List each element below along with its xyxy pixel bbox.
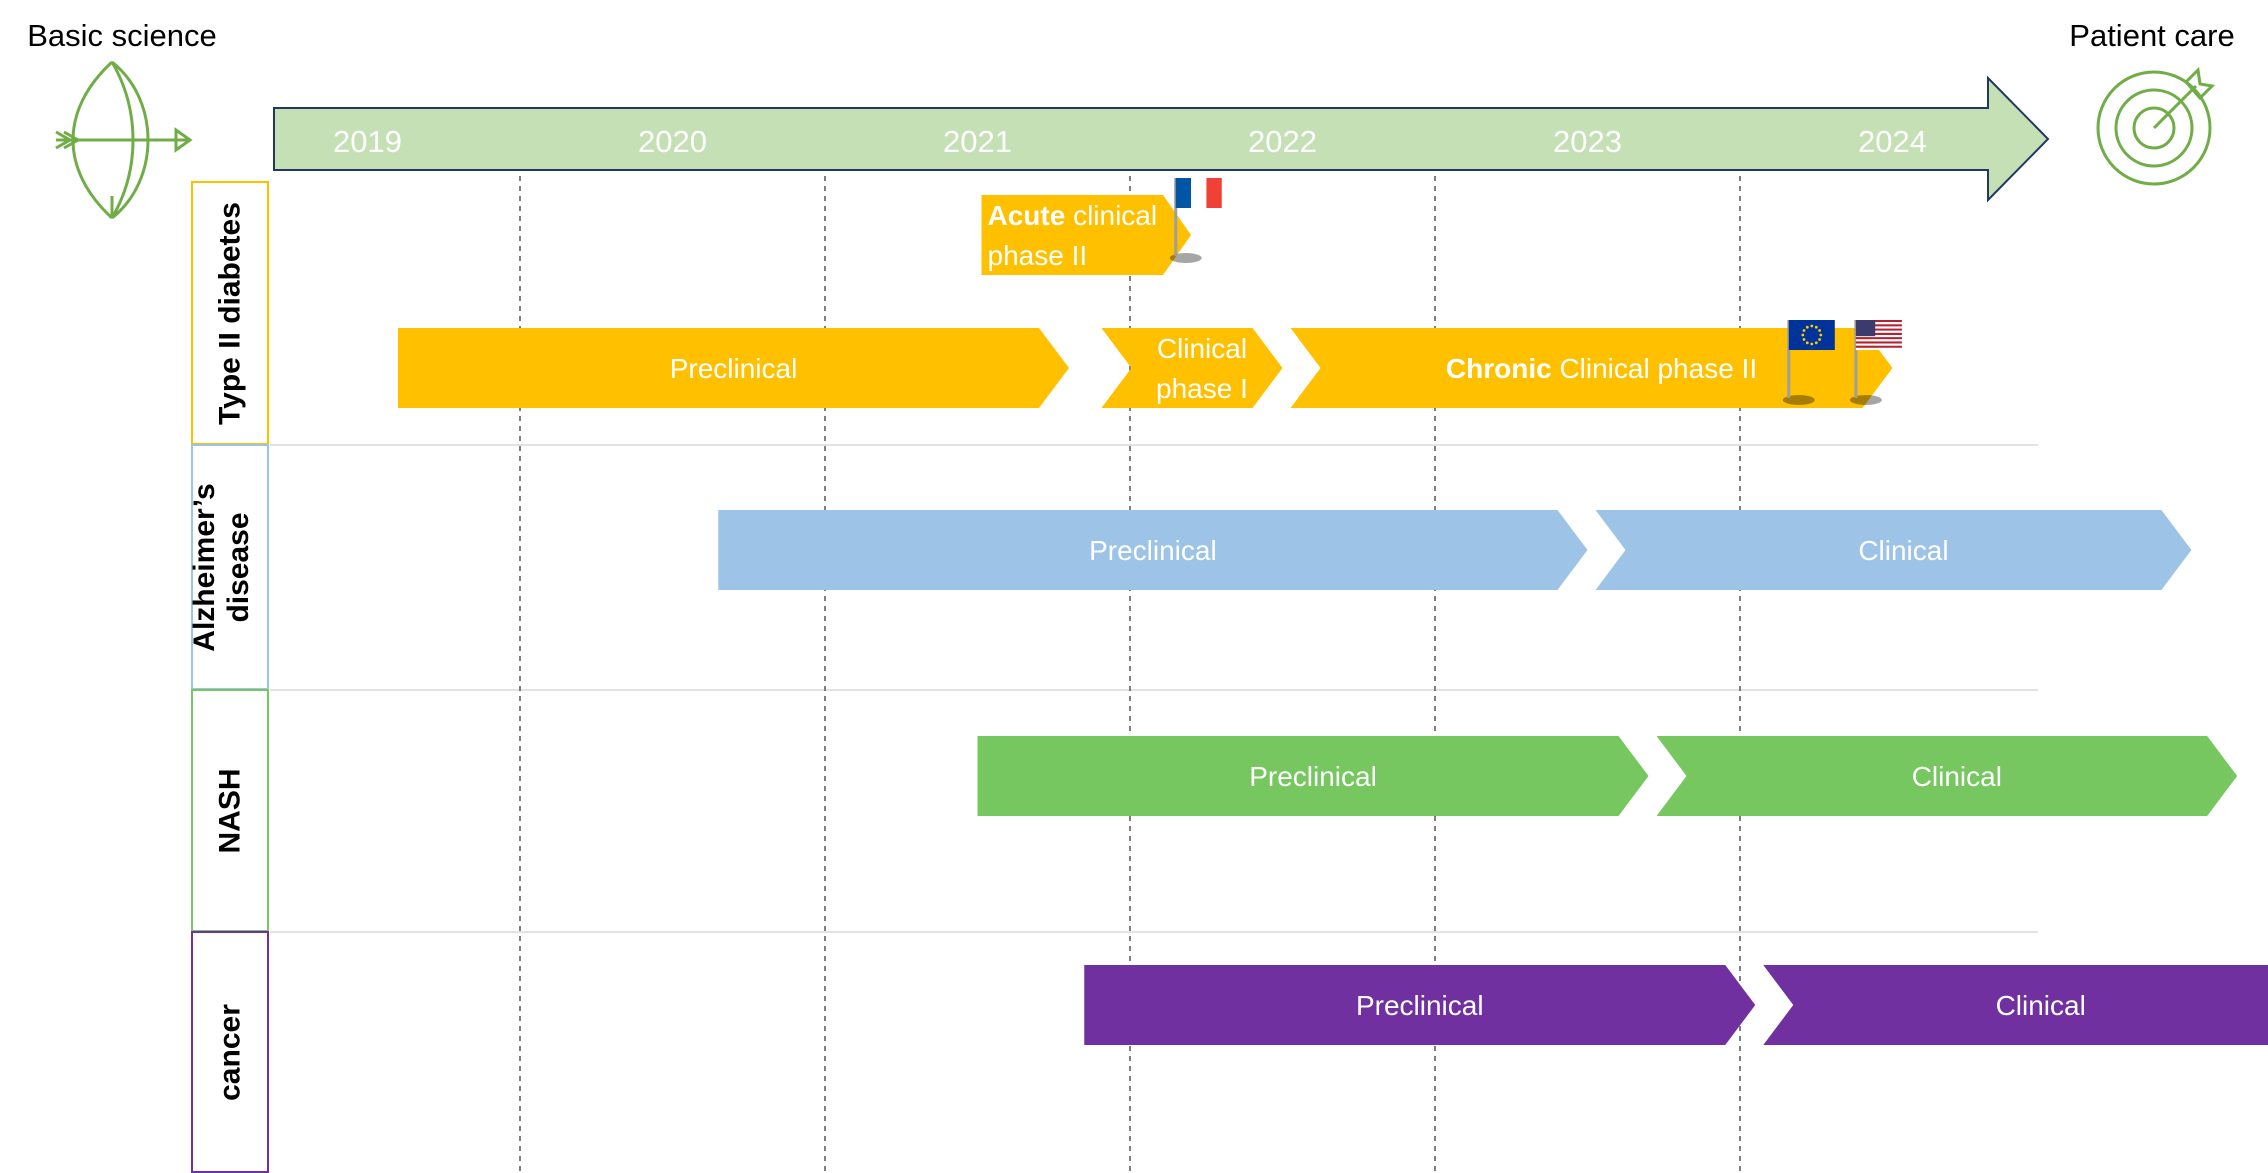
phase-chevron: Preclinical <box>718 510 1588 590</box>
phase-shape <box>398 328 1069 408</box>
phase-shape <box>1595 510 2192 590</box>
row-label-box <box>191 444 269 690</box>
phase-label: Preclinical <box>1249 761 1377 792</box>
phase-shape <box>977 736 1649 816</box>
row-label-box <box>191 181 269 445</box>
usa-flag-icon <box>1849 320 1902 405</box>
row-label: Alzheimer’sdisease <box>188 483 255 651</box>
phase-chevron: Preclinical <box>1084 965 1756 1045</box>
year-label-2022: 2022 <box>1248 124 1317 159</box>
phase-chevron: Clinical <box>1595 510 2192 590</box>
phase-shape <box>1290 328 1893 408</box>
bow-and-arrow-icon <box>55 60 193 220</box>
phase-label: Clinical <box>1912 761 2002 792</box>
phase-chevron: Chronic Clinical phase II <box>1290 328 1893 408</box>
year-label-2023: 2023 <box>1553 124 1622 159</box>
row-label: cancer <box>214 1004 247 1101</box>
year-label-2019: 2019 <box>333 124 402 159</box>
phase-label: Chronic Clinical phase II <box>1446 353 1757 384</box>
phase-chevron: Preclinical <box>398 328 1069 408</box>
row-label-box <box>191 689 269 932</box>
year-label-2021: 2021 <box>943 124 1012 159</box>
basic-science-label: Basic science <box>27 18 217 53</box>
year-label-2020: 2020 <box>638 124 707 159</box>
target-icon <box>2096 66 2216 186</box>
row-label: Type II diabetes <box>214 202 247 425</box>
row-label-box <box>191 931 269 1173</box>
phase-shape <box>1084 965 1756 1045</box>
phase-chevron: Clinical <box>1763 965 2268 1045</box>
phase-shape <box>1656 736 2238 816</box>
phase-label: Clinical <box>1996 990 2086 1021</box>
phase-label: Clinical <box>1858 535 1948 566</box>
phase-chevron: Clinical <box>1656 736 2238 816</box>
year-label-2024: 2024 <box>1858 124 1927 159</box>
eu-flag-icon <box>1782 320 1835 405</box>
phase-shape <box>718 510 1588 590</box>
timeline-arrow <box>273 75 2050 203</box>
phase-label: Preclinical <box>670 353 798 384</box>
phase-shape <box>981 195 1191 275</box>
phase-shape <box>1763 965 2268 1045</box>
phase-shape <box>1101 328 1283 408</box>
phase-chevron: Preclinical <box>977 736 1649 816</box>
patient-care-label: Patient care <box>2069 18 2234 53</box>
france-flag-icon <box>1169 178 1222 263</box>
phase-label: Preclinical <box>1089 535 1217 566</box>
phase-label: Preclinical <box>1356 990 1484 1021</box>
row-label: NASH <box>214 768 247 853</box>
